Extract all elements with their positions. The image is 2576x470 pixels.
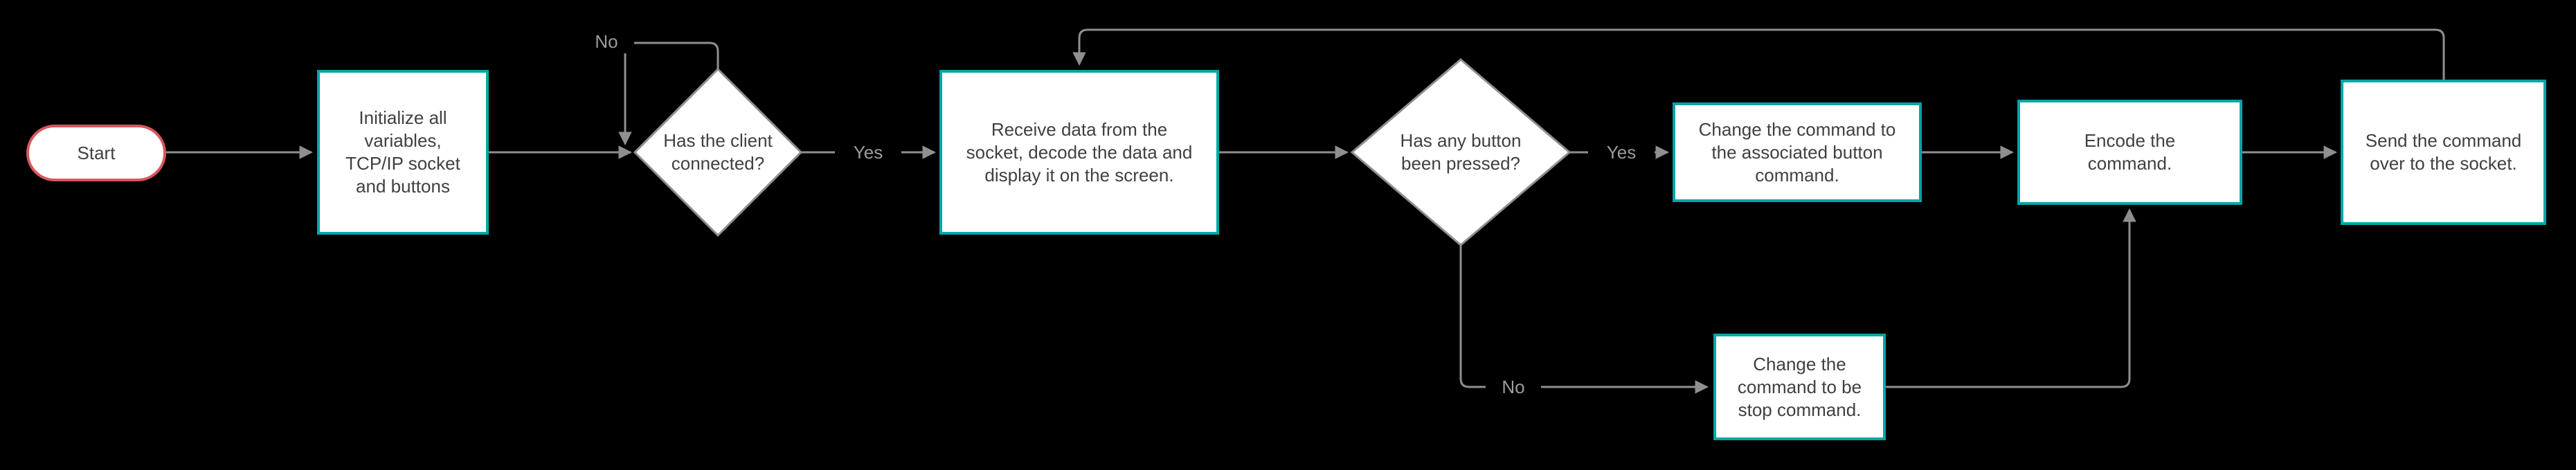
edge-label-client-connected-no: No bbox=[579, 30, 634, 53]
connector-stop-command-to-encode bbox=[1886, 208, 2136, 388]
stop-command-node: Change the command to be stop command. bbox=[1713, 334, 1886, 440]
initialize-node-label: Initialize all variables, TCP/IP socket … bbox=[345, 107, 460, 197]
connector-button-pressed-no-to-stop-command bbox=[1459, 245, 1709, 394]
decision-button-pressed-shape bbox=[1350, 58, 1571, 246]
receive-data-node: Receive data from the socket, decode the… bbox=[939, 70, 1219, 235]
edge-label-button-pressed-no: No bbox=[1486, 375, 1541, 399]
initialize-node: Initialize all variables, TCP/IP socket … bbox=[317, 70, 489, 235]
connector-send-to-receive-loop bbox=[1072, 28, 2445, 80]
encode-command-node-label: Encode the command. bbox=[2084, 130, 2176, 174]
receive-data-node-label: Receive data from the socket, decode the… bbox=[966, 118, 1193, 186]
start-node-label: Start bbox=[77, 142, 116, 163]
send-command-node: Send the command over to the socket. bbox=[2341, 80, 2546, 225]
encode-command-node: Encode the command. bbox=[2017, 100, 2242, 205]
start-node: Start bbox=[26, 125, 166, 181]
edge-label-client-connected-yes: Yes bbox=[835, 141, 901, 164]
decision-client-connected-shape bbox=[633, 67, 803, 237]
change-button-command-node: Change the command to the associated but… bbox=[1673, 102, 1922, 202]
edge-label-button-pressed-yes: Yes bbox=[1588, 141, 1655, 164]
send-command-node-label: Send the command over to the socket. bbox=[2365, 130, 2522, 174]
stop-command-node-label: Change the command to be stop command. bbox=[1737, 353, 1862, 420]
change-button-command-node-label: Change the command to the associated but… bbox=[1698, 118, 1896, 186]
